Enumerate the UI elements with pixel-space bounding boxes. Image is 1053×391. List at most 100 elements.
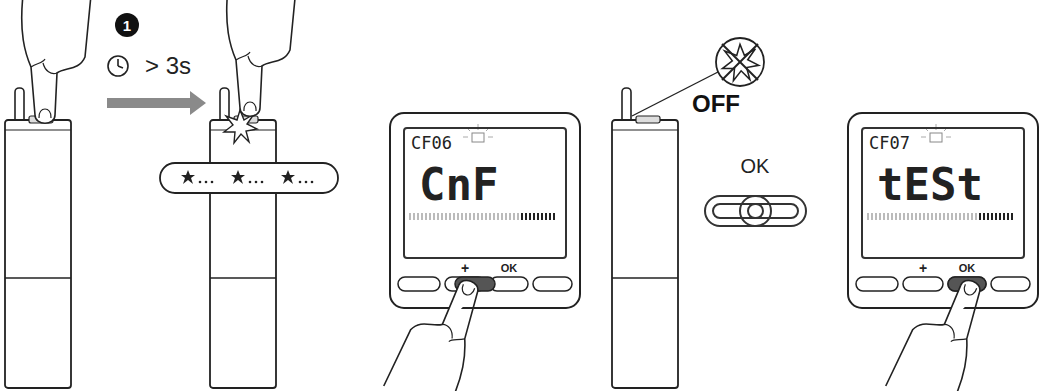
blink-dot (261, 181, 264, 184)
level-tick (493, 213, 495, 220)
level-tick (903, 213, 905, 220)
level-tick (525, 213, 527, 220)
level-tick (461, 213, 463, 220)
level-tick (509, 213, 511, 220)
blink-dot (211, 181, 214, 184)
display-text: CnF (419, 163, 498, 207)
level-tick (441, 213, 443, 220)
level-tick (529, 213, 531, 220)
blink-dot (205, 181, 208, 184)
callout-circle (115, 13, 139, 37)
clock-icon (108, 56, 128, 76)
level-tick (449, 213, 451, 220)
state-label: OFF (692, 92, 740, 116)
level-tick (453, 213, 455, 220)
button-label: + (919, 261, 927, 275)
pressing-finger (384, 266, 493, 391)
level-tick (999, 213, 1001, 220)
level-tick (947, 213, 949, 220)
level-tick (991, 213, 993, 220)
transmitter-device (612, 88, 678, 388)
level-tick (931, 213, 933, 220)
level-tick (1003, 213, 1005, 220)
level-tick (883, 213, 885, 220)
level-tick (983, 213, 985, 220)
level-tick (465, 213, 467, 220)
level-tick (951, 213, 953, 220)
level-tick (417, 213, 419, 220)
level-tick (867, 213, 869, 220)
level-tick (537, 213, 539, 220)
level-tick (485, 213, 487, 220)
level-tick (895, 213, 897, 220)
level-bar (410, 213, 554, 220)
pressing-finger (227, 0, 296, 116)
step-arrow (107, 91, 206, 115)
level-tick (489, 213, 491, 220)
level-tick (421, 213, 423, 220)
level-tick (437, 213, 439, 220)
blink-band (160, 163, 338, 193)
level-tick (975, 213, 977, 220)
display-screen: CF07 tESt (861, 127, 1025, 259)
level-tick (935, 213, 937, 220)
level-tick (875, 213, 877, 220)
level-tick (899, 213, 901, 220)
level-tick (425, 213, 427, 220)
level-tick (457, 213, 459, 220)
display-text: tESt (877, 163, 983, 207)
level-tick (413, 213, 415, 220)
level-tick (429, 213, 431, 220)
transmitter-device (5, 88, 71, 388)
pressing-finger (22, 0, 91, 123)
callout-number: 1 (123, 18, 131, 33)
blink-dot (299, 181, 302, 184)
blink-dot (311, 181, 314, 184)
level-tick (915, 213, 917, 220)
level-tick (959, 213, 961, 220)
blink-dot (305, 181, 308, 184)
code-text: CF07 (869, 135, 910, 152)
button-label: + (461, 261, 469, 275)
level-tick (955, 213, 957, 220)
level-tick (887, 213, 889, 220)
level-tick (987, 213, 989, 220)
level-tick (923, 213, 925, 220)
level-bar (868, 213, 1012, 220)
level-tick (501, 213, 503, 220)
level-tick (939, 213, 941, 220)
thermostat (390, 113, 580, 308)
level-tick (995, 213, 997, 220)
level-tick (533, 213, 535, 220)
blink-dot (249, 181, 252, 184)
duration-label: > 3s (145, 54, 191, 78)
level-tick (469, 213, 471, 220)
flash-off-symbol (716, 38, 764, 86)
transmitter-device (210, 88, 276, 388)
link-icon (705, 196, 806, 226)
level-tick (879, 213, 881, 220)
level-tick (541, 213, 543, 220)
level-tick (505, 213, 507, 220)
display-screen: CF06CnF (403, 127, 567, 259)
level-tick (979, 213, 981, 220)
level-tick (553, 213, 555, 220)
level-tick (473, 213, 475, 220)
level-tick (477, 213, 479, 220)
blink-dot (255, 181, 258, 184)
level-tick (513, 213, 515, 220)
level-tick (481, 213, 483, 220)
level-tick (545, 213, 547, 220)
level-tick (409, 213, 411, 220)
blink-dot (199, 181, 202, 184)
level-tick (1007, 213, 1009, 220)
level-tick (521, 213, 523, 220)
level-tick (943, 213, 945, 220)
level-tick (497, 213, 499, 220)
level-tick (891, 213, 893, 220)
level-tick (919, 213, 921, 220)
pressing-finger (886, 266, 995, 391)
level-tick (1011, 213, 1013, 220)
level-tick (967, 213, 969, 220)
button-label: OK (959, 263, 976, 274)
